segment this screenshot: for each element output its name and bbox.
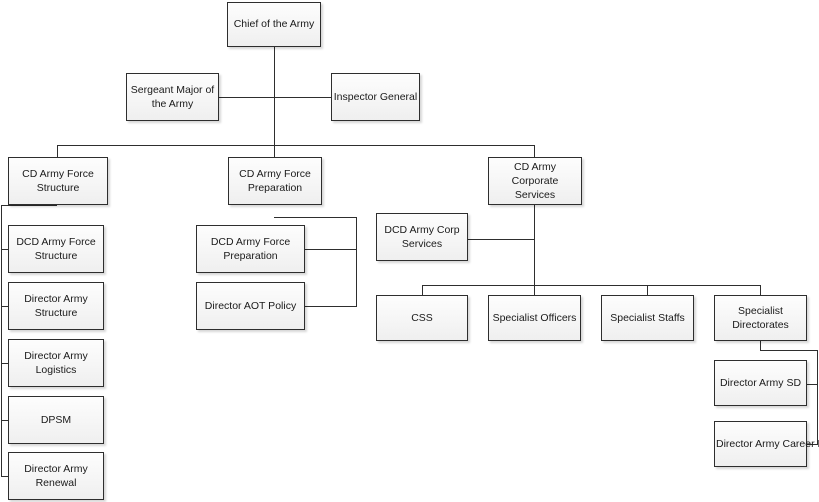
connector-tier4-drop-specialist-staffs	[647, 285, 648, 295]
connector-left-stub-dcd-army-force-structure	[1, 249, 9, 250]
connector-tier4-drop-specialist-officers	[534, 285, 535, 295]
org-node-cd-army-corporate-services[interactable]: CD Army Corporate Services	[488, 157, 582, 205]
connector-left-stub-director-army-structure	[1, 306, 9, 307]
org-node-inspector-general[interactable]: Inspector General	[331, 73, 420, 121]
org-node-label: Director Army Career Management	[716, 437, 819, 450]
org-node-label: Chief of the Army	[233, 18, 315, 31]
org-node-label: Director AOT Policy	[204, 299, 297, 312]
org-node-label: Specialist Directorates	[732, 304, 789, 331]
org-node-cd-army-force-preparation[interactable]: CD Army Force Preparation	[228, 157, 322, 205]
connector-left-stub-director-army-logistics	[1, 363, 9, 364]
org-node-director-army-renewal[interactable]: Director Army Renewal	[8, 452, 104, 500]
org-node-label: DCD Army Force Preparation	[210, 235, 291, 262]
connector-tier4-drop-specialist-directorates	[760, 285, 761, 295]
connector-right-spine-vertical	[534, 205, 535, 295]
org-node-label: CD Army Force Structure	[22, 167, 94, 194]
org-node-specialist-officers[interactable]: Specialist Officers	[488, 295, 581, 341]
org-node-label: CSS	[411, 311, 433, 324]
connector-left-stub-director-army-renewal	[1, 476, 9, 477]
org-node-label: Director Army Logistics	[24, 349, 88, 376]
connector-left-stub-dpsm	[1, 420, 9, 421]
org-node-director-aot-policy[interactable]: Director AOT Policy	[196, 282, 305, 330]
connector-directorates-to-right-spine	[760, 350, 817, 351]
connector-mid-stub-dcd-army-force-preparation	[305, 249, 356, 250]
org-node-label: CD Army Corporate Services	[511, 160, 559, 202]
org-node-specialist-directorates[interactable]: Specialist Directorates	[714, 295, 807, 341]
org-node-director-army-career-management[interactable]: Director Army Career Management	[714, 421, 819, 467]
org-node-director-army-sd[interactable]: Director Army SD	[714, 360, 807, 406]
connector-tier4-distribution-bar	[422, 285, 761, 286]
org-node-label: DCD Army Force Structure	[16, 235, 96, 262]
org-node-dcd-army-corp-services[interactable]: DCD Army Corp Services	[376, 213, 468, 261]
org-node-sergeant-major-of-the-army[interactable]: Sergeant Major of the Army	[126, 73, 219, 121]
connector-right-stub-dcd-army-corp-services	[468, 239, 534, 240]
connector-tier2-drop-force-structure	[57, 145, 58, 157]
org-node-dcd-army-force-structure[interactable]: DCD Army Force Structure	[8, 225, 104, 273]
connector-left-spine-vertical	[1, 205, 2, 476]
connector-left-spine-from-parent	[1, 205, 57, 206]
org-node-director-army-structure[interactable]: Director Army Structure	[8, 282, 104, 330]
connector-mid-spine-from-parent	[274, 217, 357, 218]
connector-mid-spine-vertical	[356, 217, 357, 307]
org-node-cd-army-force-structure[interactable]: CD Army Force Structure	[8, 157, 108, 205]
org-node-css[interactable]: CSS	[376, 295, 468, 341]
org-node-label: Inspector General	[333, 90, 418, 103]
connector-directorates-drop	[760, 341, 761, 351]
org-node-label: Sergeant Major of the Army	[130, 83, 215, 110]
org-node-director-army-logistics[interactable]: Director Army Logistics	[8, 339, 104, 387]
connector-chief-down-to-spine	[274, 47, 275, 145]
connector-sergeant-major-to-chief-stem	[219, 97, 331, 98]
org-node-specialist-staffs[interactable]: Specialist Staffs	[601, 295, 694, 341]
connector-far-right-spine-vertical	[817, 350, 818, 445]
connector-tier2-distribution-bar	[57, 145, 535, 146]
org-node-dpsm[interactable]: DPSM	[8, 396, 104, 444]
org-node-label: Specialist Staffs	[610, 311, 685, 324]
org-node-label: Director Army SD	[719, 376, 802, 389]
connector-tier2-drop-force-preparation	[274, 145, 275, 157]
org-node-label: Specialist Officers	[492, 311, 577, 324]
connector-right-stub-director-army-sd	[807, 384, 817, 385]
connector-tier2-drop-corporate-services	[534, 145, 535, 157]
org-node-label: CD Army Force Preparation	[239, 167, 311, 194]
connector-right-stub-director-army-career-management	[807, 444, 817, 445]
org-node-dcd-army-force-preparation[interactable]: DCD Army Force Preparation	[196, 225, 305, 273]
org-node-label: Director Army Renewal	[24, 462, 88, 489]
connector-mid-stub-director-aot-policy	[305, 306, 356, 307]
connector-tier4-drop-css	[422, 285, 423, 295]
org-node-chief-of-the-army[interactable]: Chief of the Army	[227, 2, 321, 47]
org-node-label: DCD Army Corp Services	[384, 223, 460, 250]
org-node-label: Director Army Structure	[24, 292, 88, 319]
org-node-label: DPSM	[40, 413, 72, 426]
